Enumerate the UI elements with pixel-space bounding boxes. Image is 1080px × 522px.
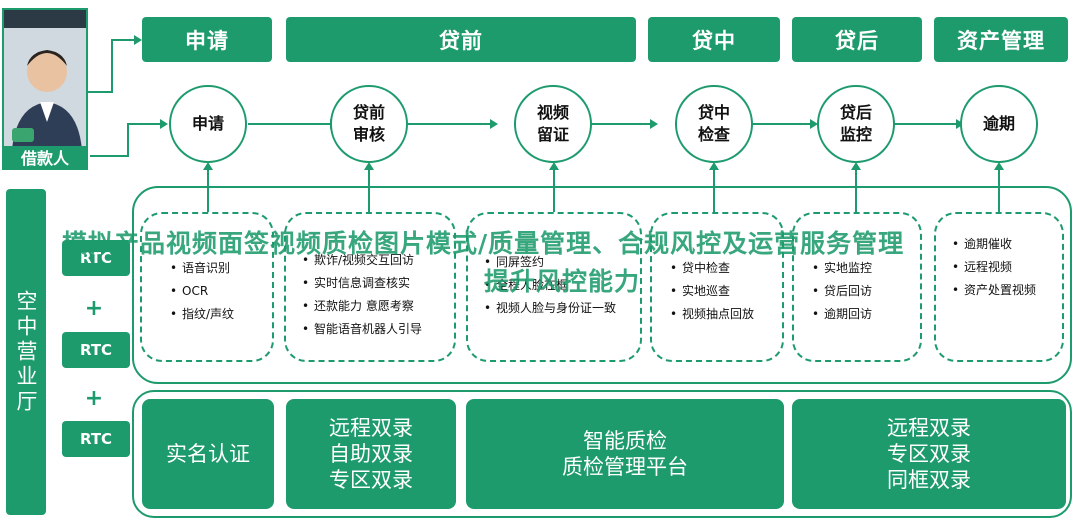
capability-item: OCR — [168, 283, 272, 299]
process-circle-video-evidence: 视频留证 — [514, 85, 592, 163]
capability-item: 远程视频 — [950, 259, 1062, 275]
process-circle-post-loan-monitor: 贷后监控 — [817, 85, 895, 163]
borrower-avatar-icon — [4, 10, 86, 150]
stage-asset-management: 资产管理 — [934, 17, 1068, 62]
capability-item: 欺诈/视频交互回访 — [300, 252, 454, 268]
borrower-label: 借款人 — [4, 146, 86, 168]
product-box-remote-recording: 远程双录 专区双录 同框双录 — [792, 399, 1066, 509]
stage-in-loan: 贷中 — [648, 17, 780, 62]
capability-column-in-loan-check: 贷中检查 实地巡查 视频抽点回放 — [650, 212, 784, 362]
overlay-subheadline: 提升风控能力 — [484, 267, 641, 296]
product-box-real-name: 实名认证 — [142, 399, 274, 509]
capabilities-frame — [132, 186, 1072, 384]
capability-item: 语音识别 — [168, 260, 272, 276]
product-box-dual-recording: 远程双录 自助双录 专区双录 — [286, 399, 456, 509]
process-circle-overdue: 逾期 — [960, 85, 1038, 163]
process-circle-in-loan-check: 贷中检查 — [675, 85, 753, 163]
product-box-smart-qc: 智能质检 质检管理平台 — [466, 399, 784, 509]
rtc-badge-1: RTC — [62, 240, 130, 276]
capability-column-apply: 语音识别 OCR 指纹/声纹 — [140, 212, 274, 362]
capability-item: 同屏签约 — [482, 254, 630, 270]
capability-item: 资产处置视频 — [950, 282, 1062, 298]
capability-column-overdue: 逾期催收 远程视频 资产处置视频 — [934, 212, 1064, 362]
capability-item: 智能语音机器人引导 — [300, 321, 454, 337]
rtc-badge-2: RTC — [62, 332, 130, 368]
overlay-headline: 模拟产品视频面签视频质检图片模式/质量管理、合规风控及运营服务管理 — [62, 229, 905, 258]
rtc-badge-3: RTC — [62, 421, 130, 457]
borrower-photo-frame: 借款人 — [2, 8, 88, 170]
process-circle-apply: 申请 — [169, 85, 247, 163]
capability-column-pre-loan-review: 欺诈/视频交互回访 实时信息调查核实 还款能力 意愿考察 智能语音机器人引导 — [284, 212, 456, 362]
plus-sign-2: + — [84, 386, 104, 411]
capability-column-post-loan-monitor: 实地监控 贷后回访 逾期回访 — [792, 212, 922, 362]
capability-item: 还款能力 意愿考察 — [300, 298, 454, 314]
stage-post-loan: 贷后 — [792, 17, 922, 62]
capability-column-video-evidence: 同屏签约 全程人脸在框 视频人脸与身份证一致 — [466, 212, 642, 362]
stage-pre-loan: 贷前 — [286, 17, 636, 62]
capability-item: 指纹/声纹 — [168, 306, 272, 322]
capability-item: 实时信息调查核实 — [300, 275, 454, 291]
capability-item: 贷中检查 — [668, 260, 782, 276]
capability-item: 实地巡查 — [668, 283, 782, 299]
process-circle-pre-loan-review: 贷前审核 — [330, 85, 408, 163]
capability-item: 视频抽点回放 — [668, 306, 782, 322]
plus-sign-1: + — [84, 296, 104, 321]
stage-apply: 申请 — [142, 17, 272, 62]
capability-item: 视频人脸与身份证一致 — [482, 300, 630, 316]
capability-item: 贷后回访 — [810, 283, 920, 299]
capability-item: 逾期催收 — [950, 236, 1062, 252]
capability-item: 全程人脸在框 — [482, 277, 630, 293]
products-frame — [132, 390, 1072, 518]
sidebar-air-hall: 空中营业厅 — [6, 189, 46, 515]
capability-item: 实地监控 — [810, 260, 920, 276]
capability-item: 逾期回访 — [810, 306, 920, 322]
